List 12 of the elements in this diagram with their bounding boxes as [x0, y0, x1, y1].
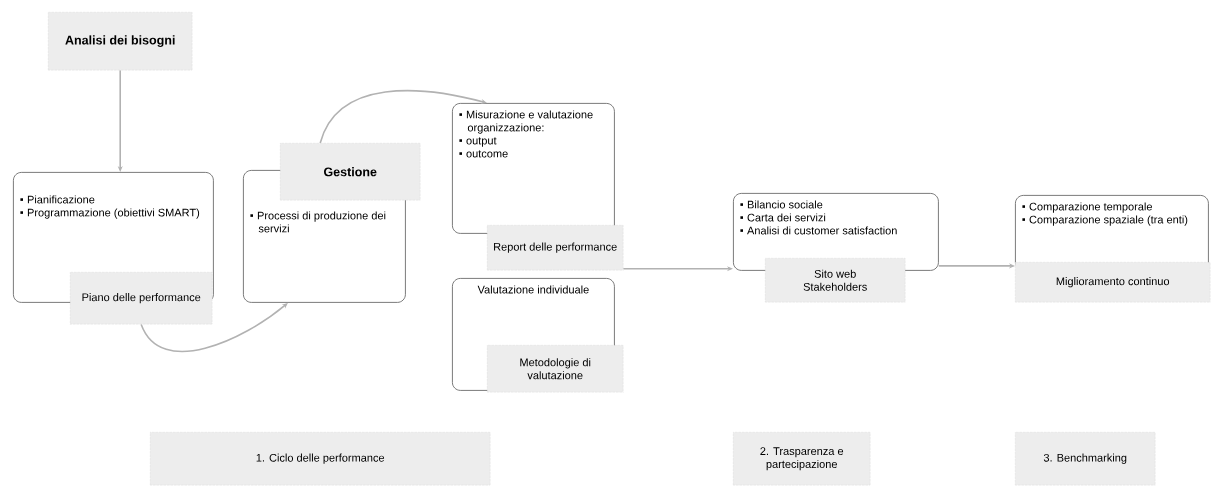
arrow: [319, 89, 487, 144]
label-box: Miglioramento continuo: [1015, 262, 1211, 303]
label-box: Sito web Stakeholders: [765, 258, 906, 303]
label-box: Report delle performance: [487, 225, 624, 271]
rounded-box: Misurazione e valutazione organizzazione: output outcome: [452, 103, 615, 234]
label-box: Piano delle performance: [70, 272, 213, 325]
label-box: Gestione: [280, 143, 421, 201]
label-box: 3. Benchmarking: [1015, 432, 1156, 486]
label-box: 1. Ciclo delle performance: [150, 432, 491, 486]
label-box: Metodologie di valutazione: [487, 345, 624, 393]
label-box: 2. Trasparenza e partecipazione: [733, 432, 871, 486]
label-box: Analisi dei bisogni: [48, 12, 193, 71]
